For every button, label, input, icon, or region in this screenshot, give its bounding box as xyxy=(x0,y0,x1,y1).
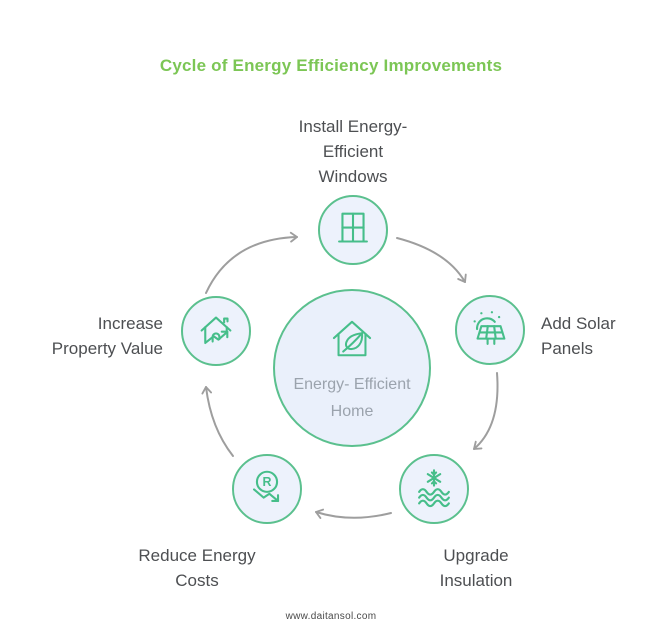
footer-url: www.daitansol.com xyxy=(285,611,377,622)
center-circle: Energy- Efficient Home xyxy=(273,289,431,447)
coin-letter: R xyxy=(263,475,272,489)
arrow-insulation-to-costs xyxy=(315,508,392,519)
diagram-title: Cycle of Energy Efficiency Improvements xyxy=(159,56,503,75)
node-solar-label: Add Solar Panels xyxy=(541,314,616,358)
node-value-circle xyxy=(181,296,251,366)
arrow-value-to-windows xyxy=(205,231,298,294)
window-icon xyxy=(338,212,368,243)
center-label: Energy- Efficient Home xyxy=(293,376,411,420)
node-insulation-circle xyxy=(399,454,469,524)
node-costs-label: Reduce Energy Costs xyxy=(138,546,256,590)
node-windows-label: Install Energy- Efficient Windows xyxy=(298,117,408,186)
arrow-solar-to-insulation xyxy=(473,372,499,450)
node-value-label: Increase Property Value xyxy=(51,314,163,358)
arrow-costs-to-value xyxy=(201,386,234,457)
node-solar-circle xyxy=(455,295,525,365)
node-insulation-label: Upgrade Insulation xyxy=(439,546,513,590)
arrow-windows-to-solar xyxy=(396,237,467,283)
eco-home-icon xyxy=(332,320,372,357)
node-windows-circle xyxy=(318,195,388,265)
node-costs-circle: R xyxy=(232,454,302,524)
solar-panel-icon xyxy=(473,311,506,345)
reduce-cost-icon: R xyxy=(253,470,280,503)
insulation-icon xyxy=(418,469,450,508)
property-value-icon xyxy=(200,316,232,345)
